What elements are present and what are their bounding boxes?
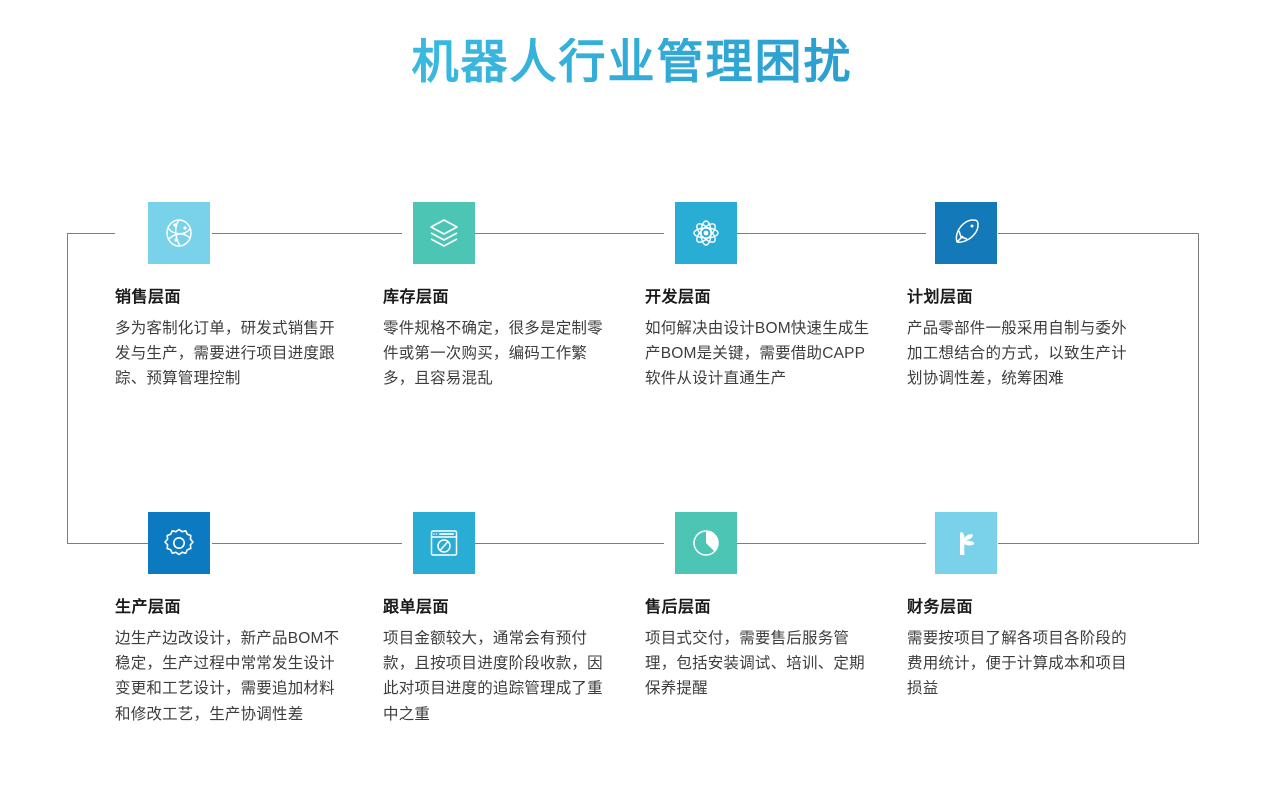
card-body-after-sales: 项目式交付，需要售后服务管理，包括安装调试、培训、定期保养提醒 <box>645 630 865 698</box>
card-sales[interactable]: 销售层面 多为客制化订单，研发式销售开发与生产，需要进行项目进度跟踪、预算管理控… <box>115 202 365 392</box>
bracket-line-left <box>67 233 68 544</box>
connector-line-top-0 <box>67 233 115 234</box>
card-after-sales[interactable]: 售后层面 项目式交付，需要售后服务管理，包括安装调试、培训、定期保养提醒 <box>645 512 895 702</box>
connector-line-bottom-1 <box>212 543 402 544</box>
card-body-order-tracking: 项目金额较大，通常会有预付款，且按项目进度阶段收款，因此对项目进度的追踪管理成了… <box>383 630 603 723</box>
gear-icon <box>162 526 196 560</box>
globe-network-icon <box>162 216 196 250</box>
card-heading-development: 开发层面 <box>645 289 712 306</box>
layers-stack-icon <box>427 216 461 250</box>
page-title: 机器人行业管理困扰 <box>0 38 1264 85</box>
icon-box-planning <box>935 202 997 264</box>
icon-box-inventory <box>413 202 475 264</box>
browser-compass-icon <box>427 526 461 560</box>
connector-line-top-4 <box>998 233 1198 234</box>
pie-chart-icon <box>689 526 723 560</box>
icon-box-finance <box>935 512 997 574</box>
connector-line-top-1 <box>212 233 402 234</box>
card-heading-order-tracking: 跟单层面 <box>383 599 450 616</box>
card-production[interactable]: 生产层面 边生产边改设计，新产品BOM不稳定，生产过程中常常发生设计变更和工艺设… <box>115 512 365 727</box>
icon-box-production <box>148 512 210 574</box>
card-body-inventory: 零件规格不确定，很多是定制零件或第一次购买，编码工作繁多，且容易混乱 <box>383 320 603 388</box>
connector-line-bottom-2 <box>474 543 664 544</box>
card-heading-planning: 计划层面 <box>907 289 974 306</box>
card-body-production: 边生产边改设计，新产品BOM不稳定，生产过程中常常发生设计变更和工艺设计，需要追… <box>115 630 340 723</box>
icon-box-development <box>675 202 737 264</box>
card-inventory[interactable]: 库存层面 零件规格不确定，很多是定制零件或第一次购买，编码工作繁多，且容易混乱 <box>383 202 633 392</box>
connector-line-bottom-4 <box>998 543 1198 544</box>
rocket-icon <box>949 216 983 250</box>
card-body-sales: 多为客制化订单，研发式销售开发与生产，需要进行项目进度跟踪、预算管理控制 <box>115 320 335 388</box>
card-order-tracking[interactable]: 跟单层面 项目金额较大，通常会有预付款，且按项目进度阶段收款，因此对项目进度的追… <box>383 512 633 727</box>
card-heading-finance: 财务层面 <box>907 599 974 616</box>
card-planning[interactable]: 计划层面 产品零部件一般采用自制与委外加工想结合的方式，以致生产计划协调性差，统… <box>907 202 1157 392</box>
card-heading-sales: 销售层面 <box>115 289 182 306</box>
bracket-line-right <box>1198 233 1199 544</box>
icon-box-after-sales <box>675 512 737 574</box>
card-body-planning: 产品零部件一般采用自制与委外加工想结合的方式，以致生产计划协调性差，统筹困难 <box>907 320 1127 388</box>
card-finance[interactable]: 财务层面 需要按项目了解各项目各阶段的费用统计，便于计算成本和项目损益 <box>907 512 1157 702</box>
card-heading-production: 生产层面 <box>115 599 182 616</box>
connector-line-top-3 <box>736 233 926 234</box>
icon-box-order-tracking <box>413 512 475 574</box>
connector-line-bottom-0 <box>67 543 150 544</box>
feather-icon <box>949 526 983 560</box>
connector-line-top-2 <box>474 233 664 234</box>
connector-line-bottom-3 <box>736 543 926 544</box>
icon-box-sales <box>148 202 210 264</box>
atom-icon <box>689 216 723 250</box>
card-body-finance: 需要按项目了解各项目各阶段的费用统计，便于计算成本和项目损益 <box>907 630 1127 698</box>
card-body-development: 如何解决由设计BOM快速生成生产BOM是关键，需要借助CAPP软件从设计直通生产 <box>645 320 870 388</box>
card-heading-after-sales: 售后层面 <box>645 599 712 616</box>
card-development[interactable]: 开发层面 如何解决由设计BOM快速生成生产BOM是关键，需要借助CAPP软件从设… <box>645 202 895 392</box>
card-heading-inventory: 库存层面 <box>383 289 450 306</box>
